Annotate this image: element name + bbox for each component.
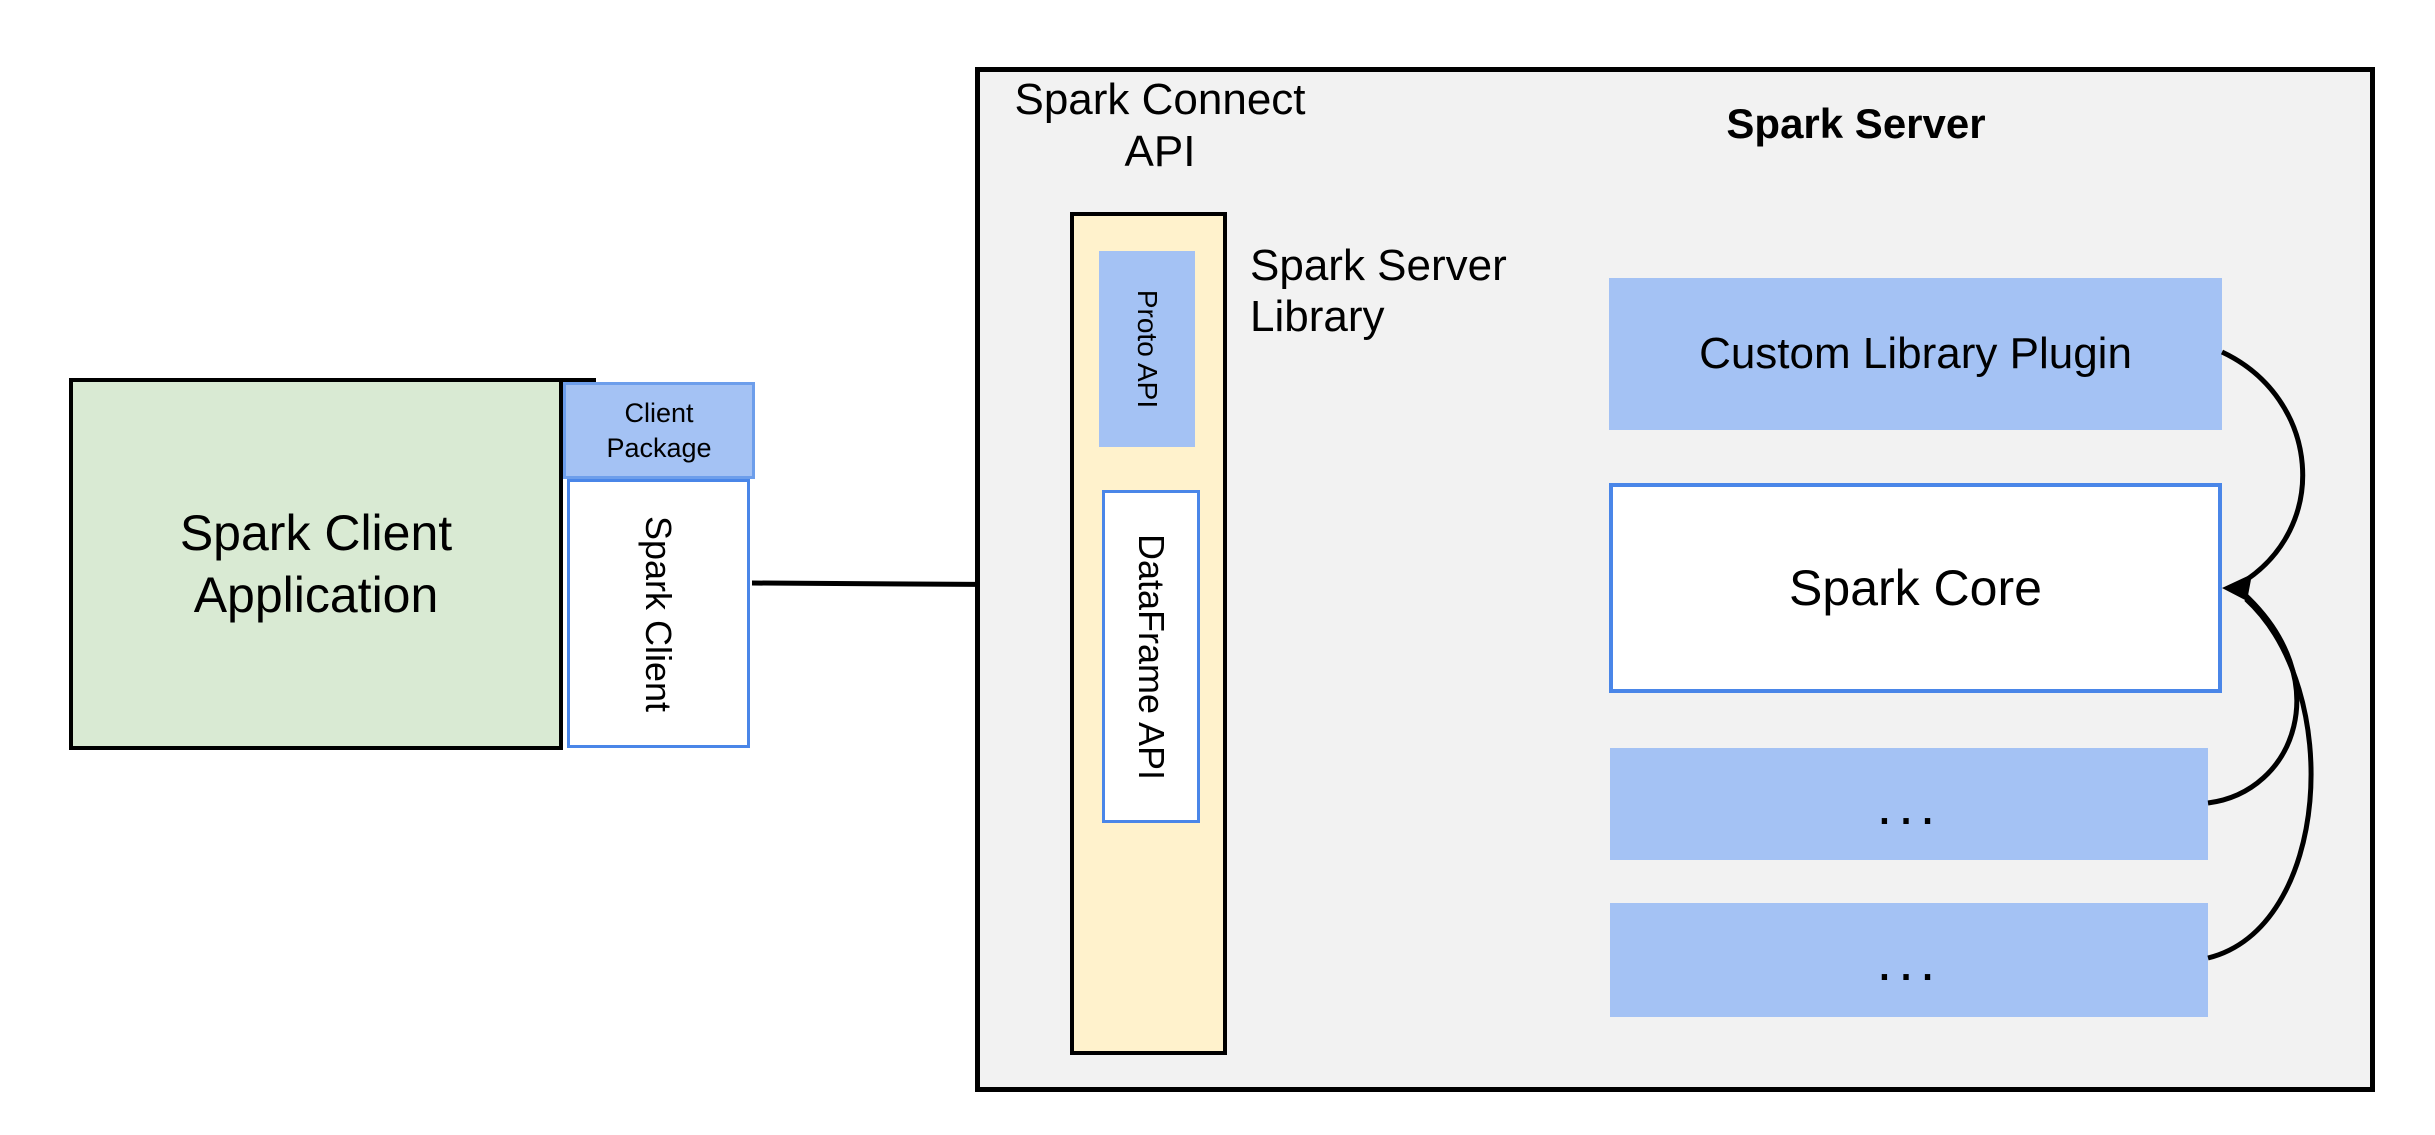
green-box-border-notch [563,378,596,382]
spark-server-title: Spark Server [1726,100,1986,147]
spark-client-label: Spark Client [638,515,680,712]
plugin-more-label-2: ... [1876,928,1942,992]
spark-core-label: Spark Core [1789,560,2042,616]
spark-client-app-label-wrap: Spark Client Application [69,378,563,750]
plugin-more-label-1: ... [1876,772,1942,836]
proto-api-label: Proto API [1132,289,1164,409]
client-package-label: Client Package [606,397,712,463]
spark-client-app-label: Spark Client Application [179,505,453,623]
spark-connect-api-label: Spark Connect API [1014,75,1306,176]
dataframe-api-box: DataFrame API [1102,490,1200,823]
spark-core-box: Spark Core [1609,483,2222,693]
spark-server-library-label: Spark Server Library [1250,241,1507,341]
spark-client-box: Spark Client [567,479,750,748]
custom-library-plugin-box: Custom Library Plugin [1609,278,2222,430]
spark-client-app-box [69,378,563,750]
proto-api-box: Proto API [1099,251,1195,447]
plugin-more-box-1: ... [1610,748,2208,860]
client-package-box: Client Package [563,382,755,479]
plugin-more-box-2: ... [1610,903,2208,1017]
dataframe-api-label: DataFrame API [1131,533,1172,780]
custom-library-plugin-label: Custom Library Plugin [1699,329,2132,378]
